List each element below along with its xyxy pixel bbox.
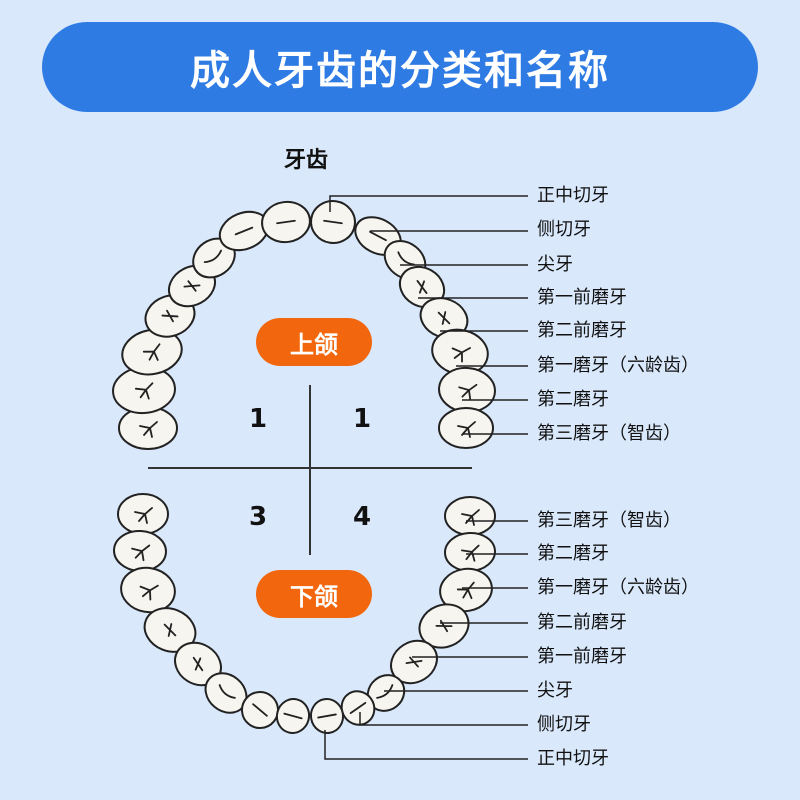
tooth-lower-left-8 (275, 698, 311, 734)
upper-label-central-incisor: 正中切牙 (537, 185, 609, 206)
upper-label-canine: 尖牙 (537, 254, 573, 275)
lower-label-first-premolar: 第一前磨牙 (537, 646, 627, 667)
tooth-lower-left-7 (241, 691, 279, 729)
quadrant-1-right: 1 (352, 404, 372, 434)
tooth-lower-right-1 (444, 496, 496, 536)
lower-label-second-premolar: 第二前磨牙 (537, 612, 627, 633)
lower-label-first-molar: 第一磨牙（六龄齿） (537, 577, 699, 598)
tooth-lower-left-4 (143, 607, 197, 653)
tooth-upper-left-3 (121, 328, 183, 376)
tooth-upper-right-8 (438, 407, 494, 449)
teeth-layer (112, 199, 496, 734)
tooth-lower-right-3 (439, 567, 493, 613)
tooth-lower-right-7 (340, 690, 376, 726)
upper-label-first-premolar: 第一前磨牙 (537, 287, 627, 308)
quadrant-4: 4 (352, 502, 372, 532)
leader-lines-layer (324, 195, 528, 760)
lower-label-canine: 尖牙 (537, 680, 573, 701)
leader-lower-central-incisor (324, 730, 528, 760)
teeth-label: 牙齿 (284, 148, 329, 173)
tooth-lower-left-2 (113, 529, 167, 573)
upper-jaw-badge: 上颌 (256, 318, 372, 366)
lower-label-lateral-incisor: 侧切牙 (537, 714, 591, 735)
quadrant-3: 3 (248, 502, 268, 532)
upper-label-second-molar: 第二磨牙 (537, 389, 609, 410)
title-banner: 成人牙齿的分类和名称 (42, 22, 758, 112)
upper-label-lateral-incisor: 侧切牙 (537, 219, 591, 240)
lower-label-second-molar: 第二磨牙 (537, 543, 609, 564)
lower-label-third-molar: 第三磨牙（智齿） (537, 510, 681, 531)
tooth-lower-right-4 (418, 603, 470, 649)
upper-label-second-premolar: 第二前磨牙 (537, 320, 627, 341)
leader-lower-lateral-incisor (359, 712, 528, 726)
tooth-upper-right-5 (419, 297, 469, 339)
tooth-lower-right-2 (444, 531, 496, 573)
upper-label-third-molar: 第三磨牙（智齿） (537, 423, 681, 444)
quadrant-1-left: 1 (248, 404, 268, 434)
lower-label-central-incisor: 正中切牙 (537, 748, 609, 769)
page-title: 成人牙齿的分类和名称 (190, 48, 610, 94)
tooth-lower-left-3 (120, 566, 176, 614)
leader-upper-central-incisor (329, 195, 528, 212)
tooth-lower-right-8 (309, 698, 345, 734)
tooth-upper-right-1 (310, 199, 356, 245)
upper-label-first-molar: 第一磨牙（六龄齿） (537, 355, 699, 376)
tooth-lower-left-1 (117, 493, 169, 535)
tooth-upper-left-8 (261, 200, 311, 244)
lower-jaw-badge: 下颌 (256, 570, 372, 618)
tooth-lower-right-5 (390, 639, 438, 685)
